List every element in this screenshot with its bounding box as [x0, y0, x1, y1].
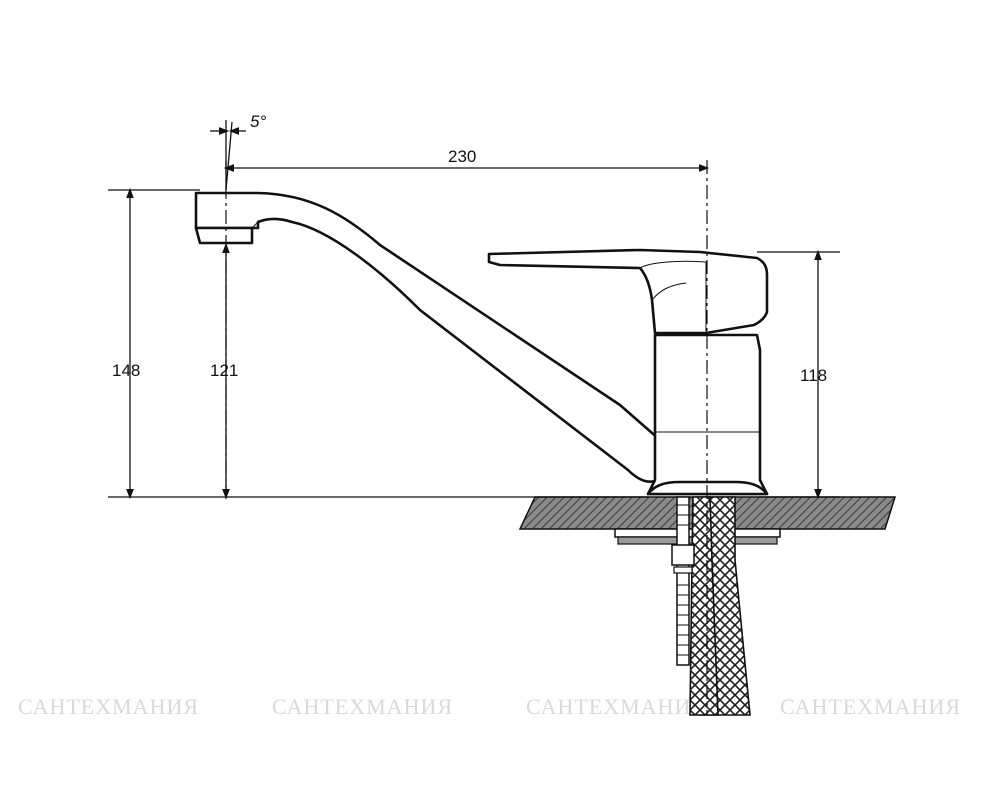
dimension-lines	[108, 120, 840, 500]
dimension-spout-height: 121	[210, 361, 238, 380]
watermark: САНТЕХМАНИЯ	[526, 694, 707, 719]
dimension-body-height: 118	[800, 366, 827, 385]
mounting-stud	[671, 496, 695, 666]
faucet-handle	[487, 248, 769, 335]
dimension-reach: 230	[448, 147, 476, 166]
watermark: САНТЕХМАНИЯ	[780, 694, 961, 719]
faucet-spout	[194, 191, 668, 483]
dimension-total-height: 148	[112, 361, 140, 380]
dimension-spout-angle: 5°	[250, 112, 266, 131]
watermark: САНТЕХМАНИЯ	[18, 694, 199, 719]
watermark: САНТЕХМАНИЯ	[272, 694, 453, 719]
flexible-hoses	[689, 496, 751, 716]
